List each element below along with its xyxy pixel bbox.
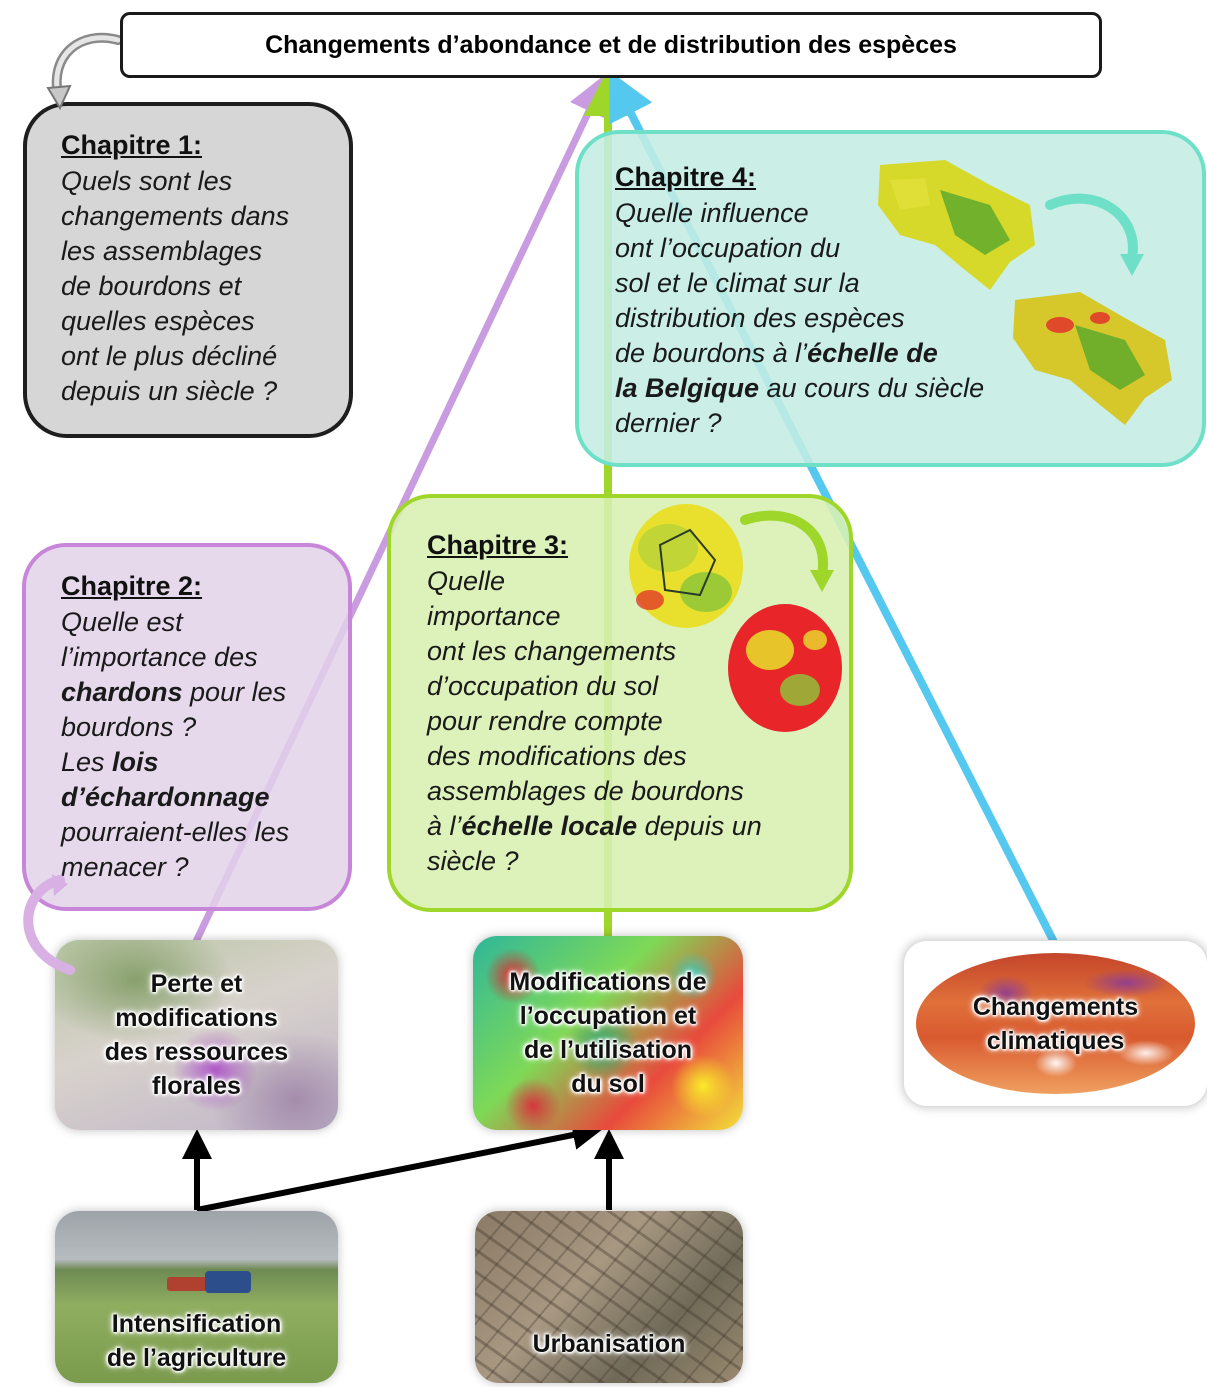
chapitre-2-line: bourdons ?: [61, 712, 197, 742]
perte-label: Perte et modifications des ressources fl…: [105, 967, 288, 1103]
chardons-bold: chardons: [61, 677, 183, 707]
chapitre-3-line: à l’échelle locale depuis un: [427, 809, 762, 844]
modif-label: Modifications de l’occupation et de l’ut…: [509, 965, 706, 1101]
chapitre-2-line: Quelle est: [61, 607, 183, 637]
urbanisation-label: Urbanisation: [533, 1327, 686, 1361]
chapitre-2-text: Chapitre 2: Quelle est l’importance des …: [61, 569, 289, 885]
title-box: Changements d’abondance et de distributi…: [120, 12, 1102, 78]
chapitre-3-fragment: à l’: [427, 811, 462, 841]
echelle-de-bold: échelle de: [807, 338, 938, 368]
chapitre-1-line: ont le plus décliné: [61, 341, 278, 371]
chapitre-2-fragment: Les: [61, 747, 113, 777]
climat-line: Changements: [972, 992, 1139, 1021]
echelle-locale-bold: échelle locale: [461, 811, 638, 841]
chapitre-1-line: quelles espèces: [61, 306, 255, 336]
world-map-icon: [916, 953, 1195, 1094]
tile-modifications-occupation-sol: Modifications de l’occupation et de l’ut…: [473, 936, 743, 1130]
chapitre-4-box: Chapitre 4: Quelle influence ont l’occup…: [575, 130, 1206, 467]
chapitre-3-line: siècle ?: [427, 846, 519, 876]
title-text: Changements d’abondance et de distributi…: [265, 30, 957, 59]
echardonnage-bold: d’échardonnage: [61, 782, 270, 812]
chapitre-4-line: sol et le climat sur la: [615, 268, 860, 298]
intensification-line: Intensification: [111, 1310, 282, 1338]
chapitre-3-fragment: depuis un: [637, 811, 762, 841]
intensification-line: de l’agriculture: [106, 1344, 287, 1372]
chapitre-4-line: dernier ?: [615, 408, 722, 438]
tile-changements-climatiques: Changements climatiques: [903, 940, 1207, 1107]
chapitre-2-line: menacer ?: [61, 852, 189, 882]
modif-line: de l’utilisation: [523, 1036, 693, 1064]
chapitre-3-line: d’occupation du sol: [427, 671, 659, 701]
lois-bold: lois: [112, 747, 159, 777]
perte-line: Perte et: [150, 970, 243, 998]
chapitre-3-text: Chapitre 3: Quelle importance ont les ch…: [427, 528, 762, 879]
chapitre-3-line: Quelle: [427, 566, 506, 596]
chapitre-1-line: depuis un siècle ?: [61, 376, 278, 406]
chapitre-1-line: Quels sont les: [61, 166, 233, 196]
chapitre-4-line: ont l’occupation du: [615, 233, 841, 263]
chapitre-2-fragment: pour les: [182, 677, 287, 707]
chapitre-3-line: importance: [427, 601, 561, 631]
chapitre-2-line: d’échardonnage: [61, 780, 289, 815]
tile-perte-ressources-florales: Perte et modifications des ressources fl…: [55, 940, 338, 1130]
perte-line: modifications: [115, 1004, 278, 1032]
tile-urbanisation: Urbanisation: [475, 1211, 743, 1383]
belgique-bold: la Belgique: [615, 373, 760, 403]
chapitre-1-heading: Chapitre 1:: [61, 130, 203, 160]
chapitre-4-fragment: au cours du siècle: [759, 373, 985, 403]
chapitre-4-line: la Belgique au cours du siècle: [615, 371, 984, 406]
chapitre-1-line: de bourdons et: [61, 271, 242, 301]
intensification-label: Intensification de l’agriculture: [107, 1307, 286, 1375]
tile-intensification-agriculture: Intensification de l’agriculture: [55, 1211, 338, 1383]
chapitre-1-text: Chapitre 1: Quels sont les changements d…: [61, 128, 289, 409]
tractor-icon: [205, 1271, 251, 1293]
chapitre-4-line: Quelle influence: [615, 198, 809, 228]
chapitre-2-heading: Chapitre 2:: [61, 571, 203, 601]
chapitre-4-fragment: de bourdons à l’: [615, 338, 808, 368]
chapitre-2-box: Chapitre 2: Quelle est l’importance des …: [22, 543, 352, 911]
chapitre-3-heading: Chapitre 3:: [427, 530, 569, 560]
perte-line: florales: [152, 1072, 241, 1100]
chapitre-1-box: Chapitre 1: Quels sont les changements d…: [23, 102, 353, 438]
modif-line: Modifications de: [509, 968, 707, 996]
arrow-intensification-to-modif: [196, 1120, 603, 1213]
climat-line: climatiques: [986, 1026, 1125, 1055]
chapitre-4-text: Chapitre 4: Quelle influence ont l’occup…: [615, 160, 984, 441]
chapitre-3-line: ont les changements: [427, 636, 677, 666]
chapitre-3-line: assemblages de bourdons: [427, 776, 744, 806]
modif-line: l’occupation et: [519, 1002, 697, 1030]
chapitre-1-line: les assemblages: [61, 236, 263, 266]
urbanisation-line: Urbanisation: [532, 1330, 686, 1358]
perte-line: des ressources: [104, 1038, 289, 1066]
chapitre-4-heading: Chapitre 4:: [615, 162, 757, 192]
chapitre-3-box: Chapitre 3: Quelle importance ont les ch…: [387, 494, 853, 912]
chapitre-4-line: distribution des espèces: [615, 303, 905, 333]
chapitre-2-line: l’importance des: [61, 642, 258, 672]
chapitre-4-line: de bourdons à l’échelle de: [615, 336, 984, 371]
chapitre-2-line: pourraient-elles les: [61, 817, 290, 847]
chapitre-1-line: changements dans: [61, 201, 290, 231]
climat-label: Changements climatiques: [973, 990, 1138, 1058]
modif-line: du sol: [571, 1070, 645, 1098]
chapitre-3-line: des modifications des: [427, 741, 687, 771]
sprayer-icon: [167, 1277, 207, 1291]
chapitre-3-line: pour rendre compte: [427, 706, 663, 736]
chapitre-2-line: Les lois: [61, 745, 289, 780]
chapitre-2-line: chardons pour les: [61, 675, 289, 710]
